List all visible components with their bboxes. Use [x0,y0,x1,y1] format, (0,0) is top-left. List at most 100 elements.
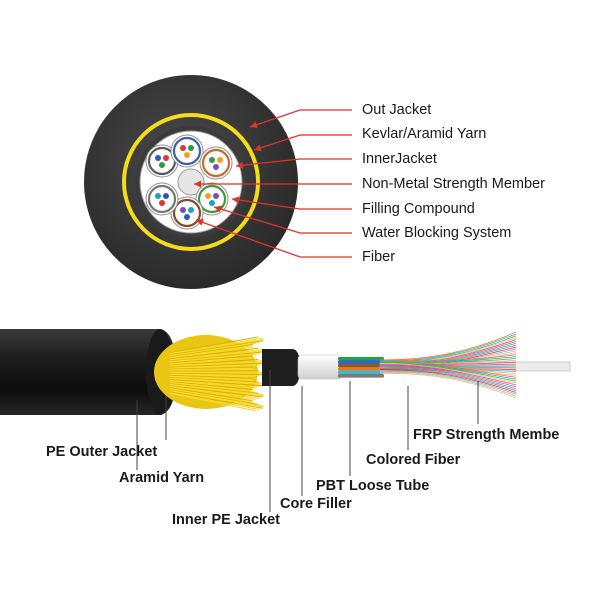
aramid-strand [169,387,253,403]
aramid-yarn-ring [122,113,260,251]
fiber-dot [188,207,194,213]
label-pe-outer-jacket: PE Outer Jacket [46,444,158,460]
colored-fiber [379,363,517,384]
colored-fiber [379,364,517,386]
fiber-dot [159,162,165,168]
aramid-strand [169,380,256,389]
leader-line [253,134,352,151]
aramid-strand [169,358,259,366]
aramid-strand [169,351,264,362]
leader-line [195,219,352,258]
leader-arrowhead [236,161,244,169]
loose-tube [170,134,204,168]
leader-arrowhead [250,121,258,129]
aramid-strand [169,372,264,374]
label-inner-jacket: InnerJacket [362,151,437,167]
label-pbt-loose-tube: PBT Loose Tube [316,478,430,494]
leader-arrowhead [194,180,201,188]
label-fiber: Fiber [362,249,396,265]
cross-section-leaders [194,109,352,258]
colored-fiber [379,360,517,380]
side-view-callouts [136,370,479,512]
aramid-strand [169,366,253,370]
pbt-tube [338,374,384,378]
aramid-strand [169,363,260,369]
label-aramid-yarn: Aramid Yarn [119,470,205,486]
aramid-strand [169,385,263,398]
label-colored-fiber: Colored Fiber [366,452,461,468]
aramid-strand [169,336,259,354]
loose-tube [170,196,204,230]
leader-line [235,158,352,167]
leader-arrowhead [254,144,262,152]
aramid-strand [169,355,253,364]
aramid-strand [169,382,255,393]
aramid-strand [169,353,256,363]
fiber-dot [184,214,190,220]
leader-arrowhead [196,219,204,226]
aramid-strand [169,342,256,357]
aramid-strand [169,347,259,360]
aramid-strand [169,368,255,372]
loose-tube [145,182,179,216]
aramid-strand [169,378,265,386]
aramid-strand [169,356,253,365]
aramid-strand [169,340,264,356]
label-inner-pe-jacket: Inner PE Jacket [172,512,280,528]
colored-fiber [379,371,517,397]
fiber-dot [209,200,215,206]
colored-fiber [379,361,517,382]
aramid-strand [169,370,259,372]
pbt-loose-tube [338,357,384,378]
fiber-dot [184,152,190,158]
aramid-strand [169,379,260,388]
aramid-strand [169,392,260,411]
aramid-strand [169,338,264,355]
aramid-strand [169,379,264,387]
core-filler [297,354,343,380]
loose-tube [199,146,233,180]
aramid-strand [169,361,264,368]
loose-tube [145,144,179,178]
loose-tubes [145,134,233,230]
aramid-strand [169,374,256,378]
label-kevlar-aramid-yarn: Kevlar/Aramid Yarn [362,126,487,142]
aramid-strand [169,352,260,363]
inner-pe-jacket [262,349,300,386]
aramid-strand [169,343,253,358]
leader-line [213,206,352,234]
fiber-dot [217,157,223,163]
aramid-strand [169,376,255,382]
fiber-dot [155,155,161,161]
pbt-tube [338,367,384,371]
fiber-dot [213,193,219,199]
aramid-yarn [154,335,265,412]
aramid-strand [169,390,265,408]
leader-arrowhead [214,205,222,213]
colored-fiber [379,365,517,388]
aramid-strand [169,346,255,359]
colored-fiber [379,369,517,393]
fiber-dot [159,200,165,206]
aramid-strand [169,372,264,376]
leader-line [231,198,352,210]
leader-arrowhead [232,196,240,204]
aramid-strand [169,381,253,392]
label-out-jacket: Out Jacket [362,102,432,118]
aramid-strand [169,389,259,406]
label-frp-strength-member: FRP Strength Membe [413,427,560,443]
strength-member-center [177,168,205,196]
aramid-strand [169,388,255,404]
aramid-strand [169,381,253,391]
aramid-strand [169,377,263,384]
fiber-dot [180,207,186,213]
label-core-filler: Core Filler [280,496,352,512]
fiber-dot [155,193,161,199]
aramid-strand [169,360,263,367]
aramid-strand [169,383,259,394]
colored-fiber [379,367,517,391]
colored-fiber [379,370,517,395]
aramid-strand [169,375,253,381]
